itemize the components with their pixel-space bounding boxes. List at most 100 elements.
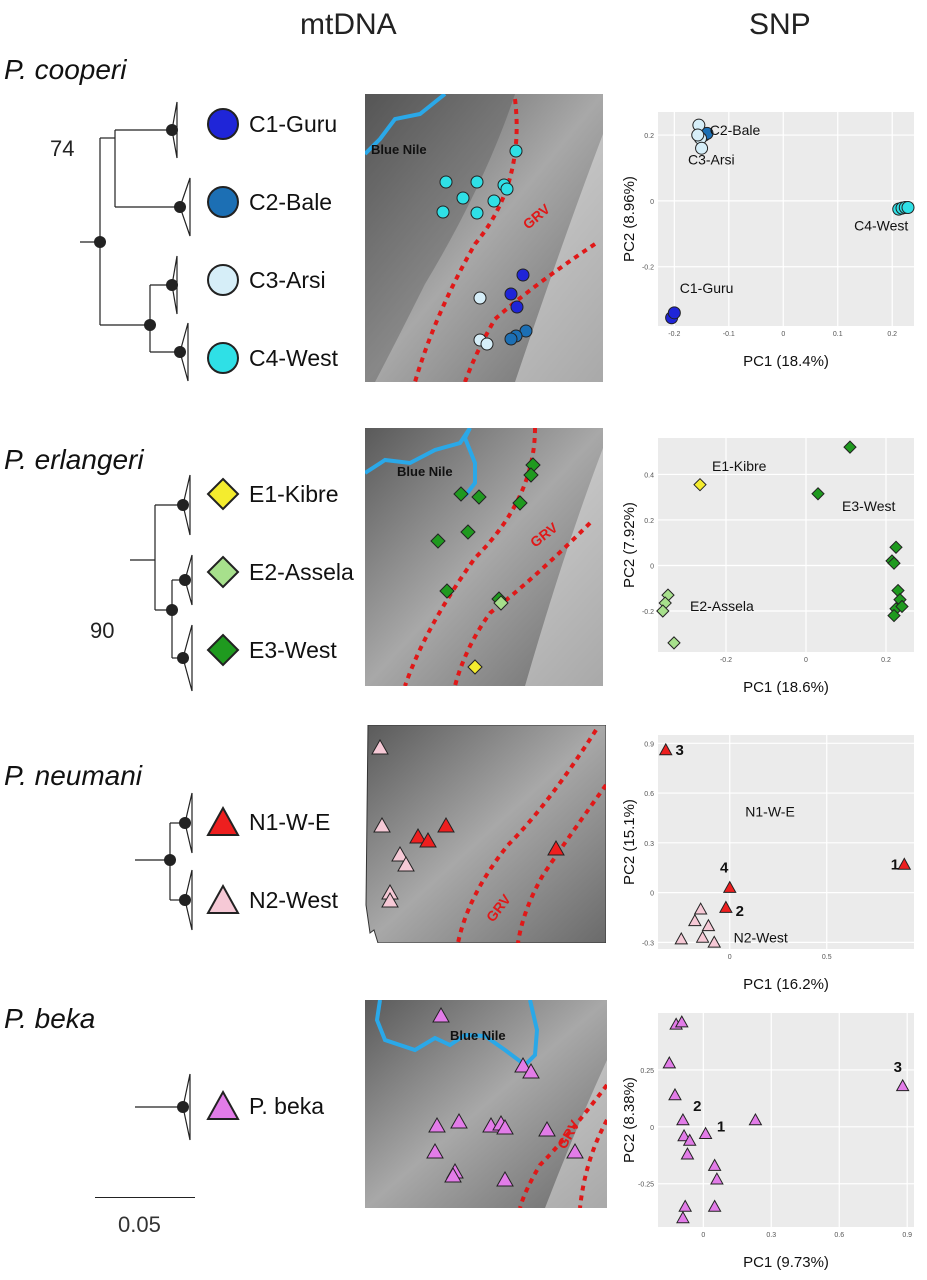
map-cooperi: Blue Nile GRV: [365, 94, 603, 382]
map-site-marker: [450, 1112, 468, 1129]
data-point: [695, 930, 710, 943]
legend-label: E3-West: [249, 636, 337, 663]
point-annotation: E2-Assela: [690, 598, 754, 614]
river-label: Blue Nile: [371, 142, 427, 157]
legend-label: C3-Arsi: [249, 266, 326, 293]
legend-label: C1-Guru: [249, 110, 338, 137]
legend-marker: [206, 1089, 240, 1120]
data-point: [680, 1147, 695, 1160]
legend-marker: [206, 883, 240, 914]
data-point: [748, 1112, 763, 1126]
map-site-marker: [470, 206, 484, 220]
data-point: [677, 1128, 691, 1142]
map-neumani: GRV: [365, 725, 606, 943]
data-point: [695, 141, 709, 155]
point-annotation: N1-W-E: [745, 803, 795, 819]
x-tick-label: 0.5: [822, 954, 832, 961]
y-tick-label: 0.6: [644, 791, 654, 798]
map-beka: Blue Nile GRV: [365, 1000, 607, 1208]
legend-item: C2-Bale: [205, 182, 332, 222]
data-point: [901, 200, 915, 214]
y-tick-label: 0: [650, 1125, 654, 1132]
species-title-neumani: P. neumani: [4, 760, 143, 791]
map-site-marker: [504, 287, 518, 301]
map-site-marker: [514, 1056, 532, 1073]
y-axis-label: PC2 (8.38%): [621, 1077, 638, 1163]
species-title-cooperi: P. cooperi: [4, 54, 127, 85]
y-tick-label: 0.9: [644, 741, 654, 748]
series-c4-west: [892, 200, 915, 216]
series-e2-assela: [656, 588, 681, 650]
data-point: [691, 128, 705, 142]
data-point: [889, 540, 903, 554]
map-site-marker: [523, 467, 539, 483]
map-site-marker: [509, 144, 523, 158]
legend-label: P. beka: [249, 1092, 325, 1119]
map-site-marker: [437, 816, 455, 833]
y-tick-label: -0.3: [642, 940, 654, 947]
map-site-marker: [428, 1116, 446, 1133]
y-axis-label: PC2 (7.92%): [621, 502, 638, 588]
map-site-marker: [439, 175, 453, 189]
x-axis-label: PC1 (16.2%): [743, 976, 829, 993]
data-point: [676, 1210, 690, 1224]
y-tick-label: -0.2: [642, 265, 654, 272]
map-site-marker: [496, 1170, 514, 1187]
y-tick-label: 0.2: [644, 133, 654, 140]
series-c1-guru: [665, 306, 681, 325]
series-n2-west: [674, 902, 722, 948]
map-site-marker: [516, 268, 530, 282]
series-n1-w-e: [658, 742, 912, 913]
x-tick-label: 0: [781, 331, 785, 338]
data-point: [895, 1078, 910, 1092]
x-tick-label: 0: [701, 1232, 705, 1239]
point-annotation: 2: [693, 1098, 701, 1115]
y-axis-label: PC2 (15.1%): [621, 799, 638, 885]
bootstrap-label: 74: [50, 136, 74, 161]
point-annotation: C4-West: [854, 218, 908, 234]
data-point: [667, 636, 681, 650]
data-point: [674, 1015, 689, 1028]
point-annotation: N2-West: [734, 929, 788, 945]
point-annotation: 3: [894, 1059, 902, 1076]
y-tick-label: 0.3: [644, 841, 654, 848]
species-title-beka: P. beka: [4, 1003, 96, 1034]
map-site-marker: [371, 738, 389, 755]
legend-item: N1-W-E: [205, 802, 330, 842]
map-site-marker: [373, 816, 391, 833]
map-site-marker: [480, 337, 494, 351]
point-annotation: C1-Guru: [680, 280, 734, 296]
legend-marker: [206, 477, 240, 511]
y-tick-label: 0.2: [644, 518, 654, 525]
point-annotation: E1-Kibre: [712, 458, 767, 474]
x-tick-label: -0.2: [668, 331, 680, 338]
map-site-marker: [504, 332, 518, 346]
y-tick-label: 0: [650, 563, 654, 570]
data-point: [676, 1112, 690, 1126]
x-tick-label: 0: [728, 954, 732, 961]
x-tick-label: 0.6: [834, 1232, 844, 1239]
data-point: [658, 742, 673, 756]
data-point: [682, 1133, 697, 1146]
data-point: [667, 306, 681, 320]
x-tick-label: -0.2: [720, 657, 732, 664]
legend-marker: [207, 186, 239, 218]
map-site-marker: [566, 1142, 584, 1159]
data-point: [678, 1199, 693, 1212]
phylogenetic-tree-beka: [135, 1073, 191, 1141]
data-point: [674, 932, 689, 945]
point-annotation: C3-Arsi: [688, 152, 735, 168]
map-site-marker: [439, 583, 455, 599]
data-point: [701, 918, 716, 932]
map-site-marker: [496, 1118, 514, 1135]
plot-background: [658, 438, 914, 652]
scale-bar-label: 0.05: [118, 1212, 161, 1237]
y-tick-label: 0: [650, 891, 654, 898]
map-site-marker: [510, 300, 524, 314]
legend-marker: [206, 633, 240, 667]
legend-item: E2-Assela: [205, 552, 354, 592]
data-point: [887, 608, 901, 623]
